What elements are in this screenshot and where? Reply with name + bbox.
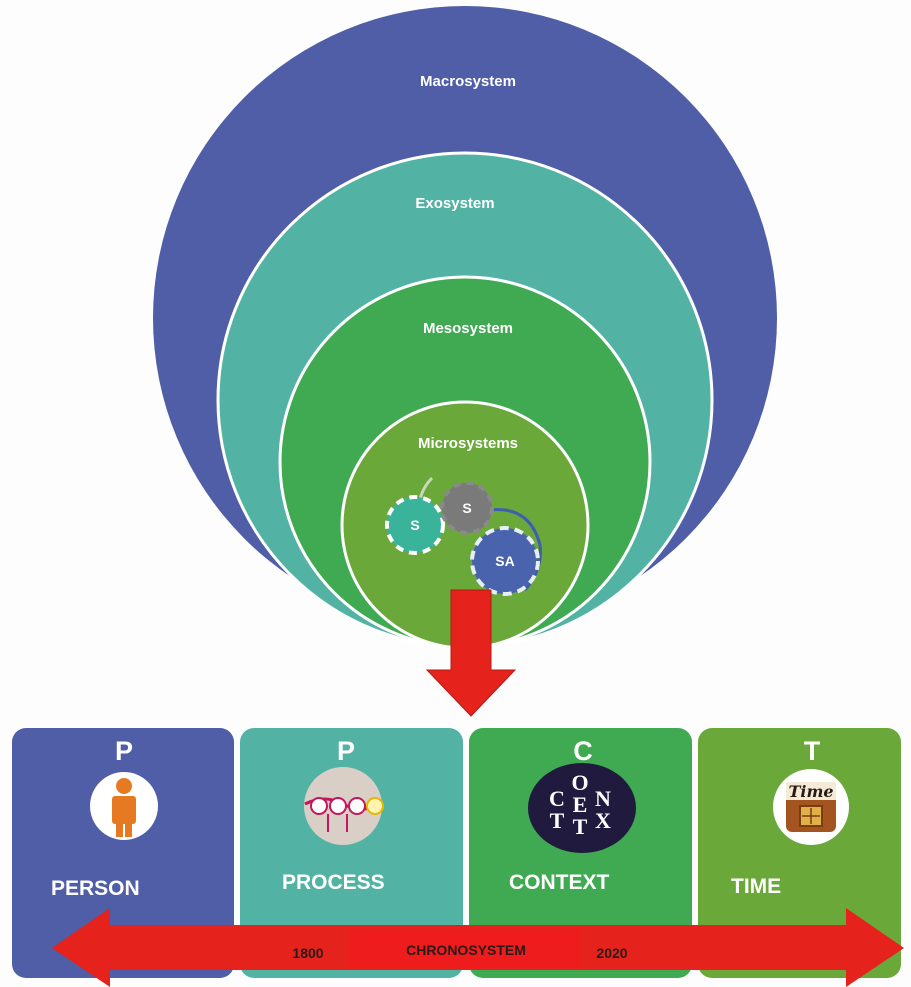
context-icon-letter-t1: T <box>550 808 565 833</box>
mesosystem-label: Mesosystem <box>423 320 513 337</box>
chrono-label: CHRONOSYSTEM <box>406 942 526 958</box>
gear-top-icon <box>440 481 494 535</box>
context-icon-letter-c: C <box>549 786 565 811</box>
context-panel <box>469 728 692 978</box>
context-icon-letter-x: X <box>595 808 611 833</box>
context-word: CONTEXT <box>509 871 610 894</box>
time-word: TIME <box>731 875 781 898</box>
ppct-panels: P P C T C O N T E <box>12 728 901 978</box>
person-word: PERSON <box>51 877 140 900</box>
context-icon-letter-o: O <box>571 770 588 795</box>
process-word: PROCESS <box>282 871 385 894</box>
context-icon: C O N T E X T <box>528 763 636 853</box>
gear-right-label: SA <box>495 553 514 569</box>
process-panel <box>240 728 463 978</box>
context-icon-letter-n: N <box>595 786 611 811</box>
down-arrow-icon <box>425 589 517 717</box>
person-panel <box>12 728 234 978</box>
macrosystem-label: Macrosystem <box>420 73 516 90</box>
context-icon-letter-t2: T <box>573 814 588 839</box>
microsystems-label: Microsystems <box>418 435 518 452</box>
chrono-end-year: 2020 <box>596 945 627 961</box>
ecological-systems: Macrosystem Exosystem Mesosystem Microsy… <box>153 6 777 650</box>
gear-left-icon <box>385 495 445 555</box>
person-icon <box>90 772 158 840</box>
person-letter: P <box>115 736 133 766</box>
exosystem-label: Exosystem <box>415 195 494 212</box>
chrono-start-year: 1800 <box>292 945 323 961</box>
time-icon: Time <box>773 769 849 845</box>
time-icon-text: Time <box>788 782 833 801</box>
gear-right-icon <box>470 526 540 596</box>
time-letter: T <box>804 736 821 766</box>
chronosystem-arrow: 1800 CHRONOSYSTEM 2020 <box>52 908 904 987</box>
process-icon <box>304 767 384 845</box>
chronosystem-center-band <box>350 929 580 967</box>
gear-top-label: S <box>462 500 471 516</box>
process-letter: P <box>337 736 355 766</box>
gear-left-label: S <box>410 517 419 533</box>
context-icon-letter-e: E <box>573 792 588 817</box>
context-letter: C <box>573 736 593 766</box>
